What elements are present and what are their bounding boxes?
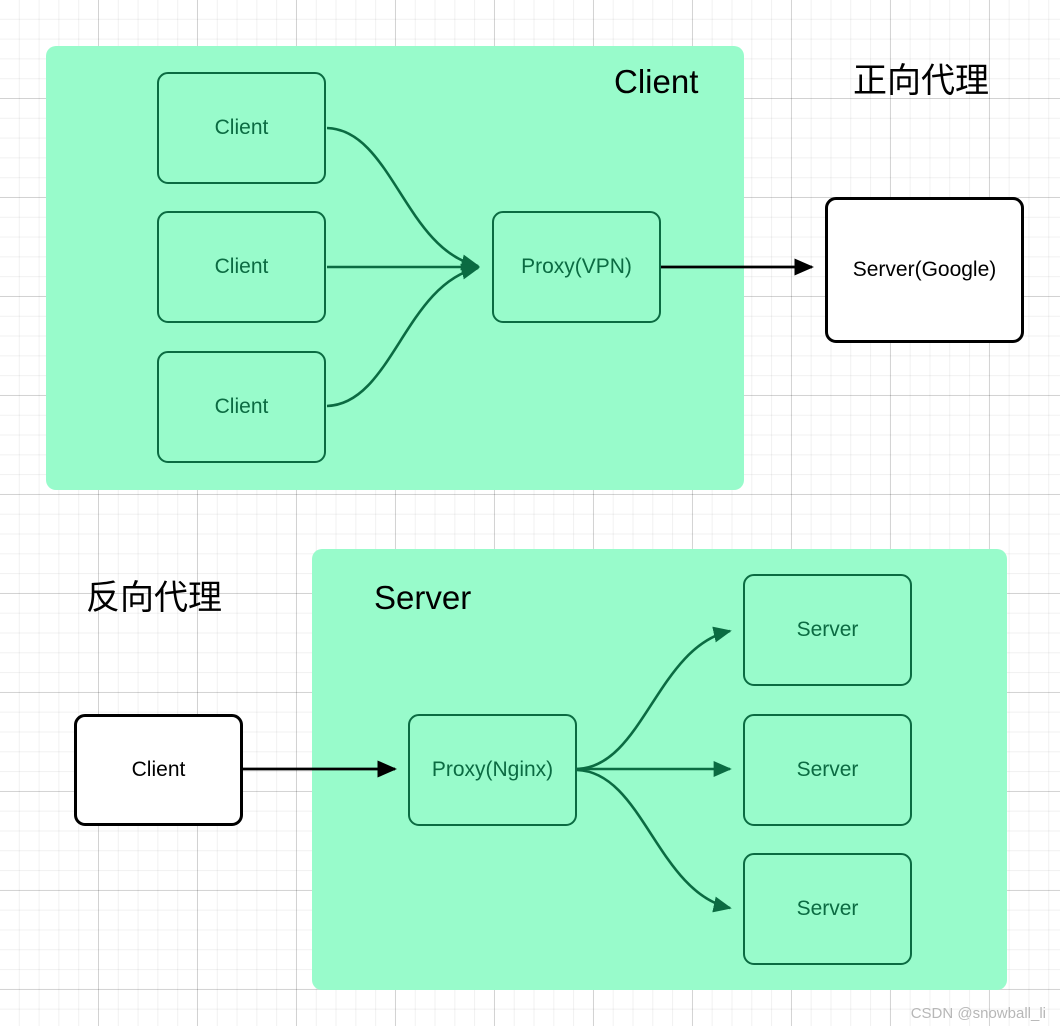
proxy-nginx-label: Proxy(Nginx) bbox=[431, 758, 554, 781]
server-node-1[interactable]: Server bbox=[743, 574, 912, 686]
server-google-node[interactable]: Server(Google) bbox=[825, 197, 1024, 343]
server-node-2[interactable]: Server bbox=[743, 714, 912, 826]
server-google-label: Server(Google) bbox=[852, 258, 997, 281]
server-group-label: Server bbox=[374, 579, 472, 616]
client-node-1[interactable]: Client bbox=[157, 72, 326, 184]
server-node-2-label: Server bbox=[796, 758, 859, 781]
client-node-3[interactable]: Client bbox=[157, 351, 326, 463]
reverse-proxy-heading: 反向代理 bbox=[86, 579, 222, 617]
proxy-vpn-label: Proxy(VPN) bbox=[521, 255, 632, 278]
server-node-3[interactable]: Server bbox=[743, 853, 912, 965]
proxy-nginx-node[interactable]: Proxy(Nginx) bbox=[408, 714, 577, 826]
client-node-2[interactable]: Client bbox=[157, 211, 326, 323]
client-node-3-label: Client bbox=[214, 395, 269, 418]
forward-proxy-heading: 正向代理 bbox=[853, 62, 989, 100]
client-node-2-label: Client bbox=[214, 255, 269, 278]
reverse-client-label: Client bbox=[131, 758, 186, 781]
reverse-client-node[interactable]: Client bbox=[74, 714, 243, 826]
server-node-1-label: Server bbox=[796, 618, 859, 641]
watermark-text: CSDN @snowball_li bbox=[910, 1005, 1046, 1022]
proxy-vpn-node[interactable]: Proxy(VPN) bbox=[492, 211, 661, 323]
client-group-label: Client bbox=[614, 63, 699, 100]
client-node-1-label: Client bbox=[214, 116, 269, 139]
server-node-3-label: Server bbox=[796, 897, 859, 920]
